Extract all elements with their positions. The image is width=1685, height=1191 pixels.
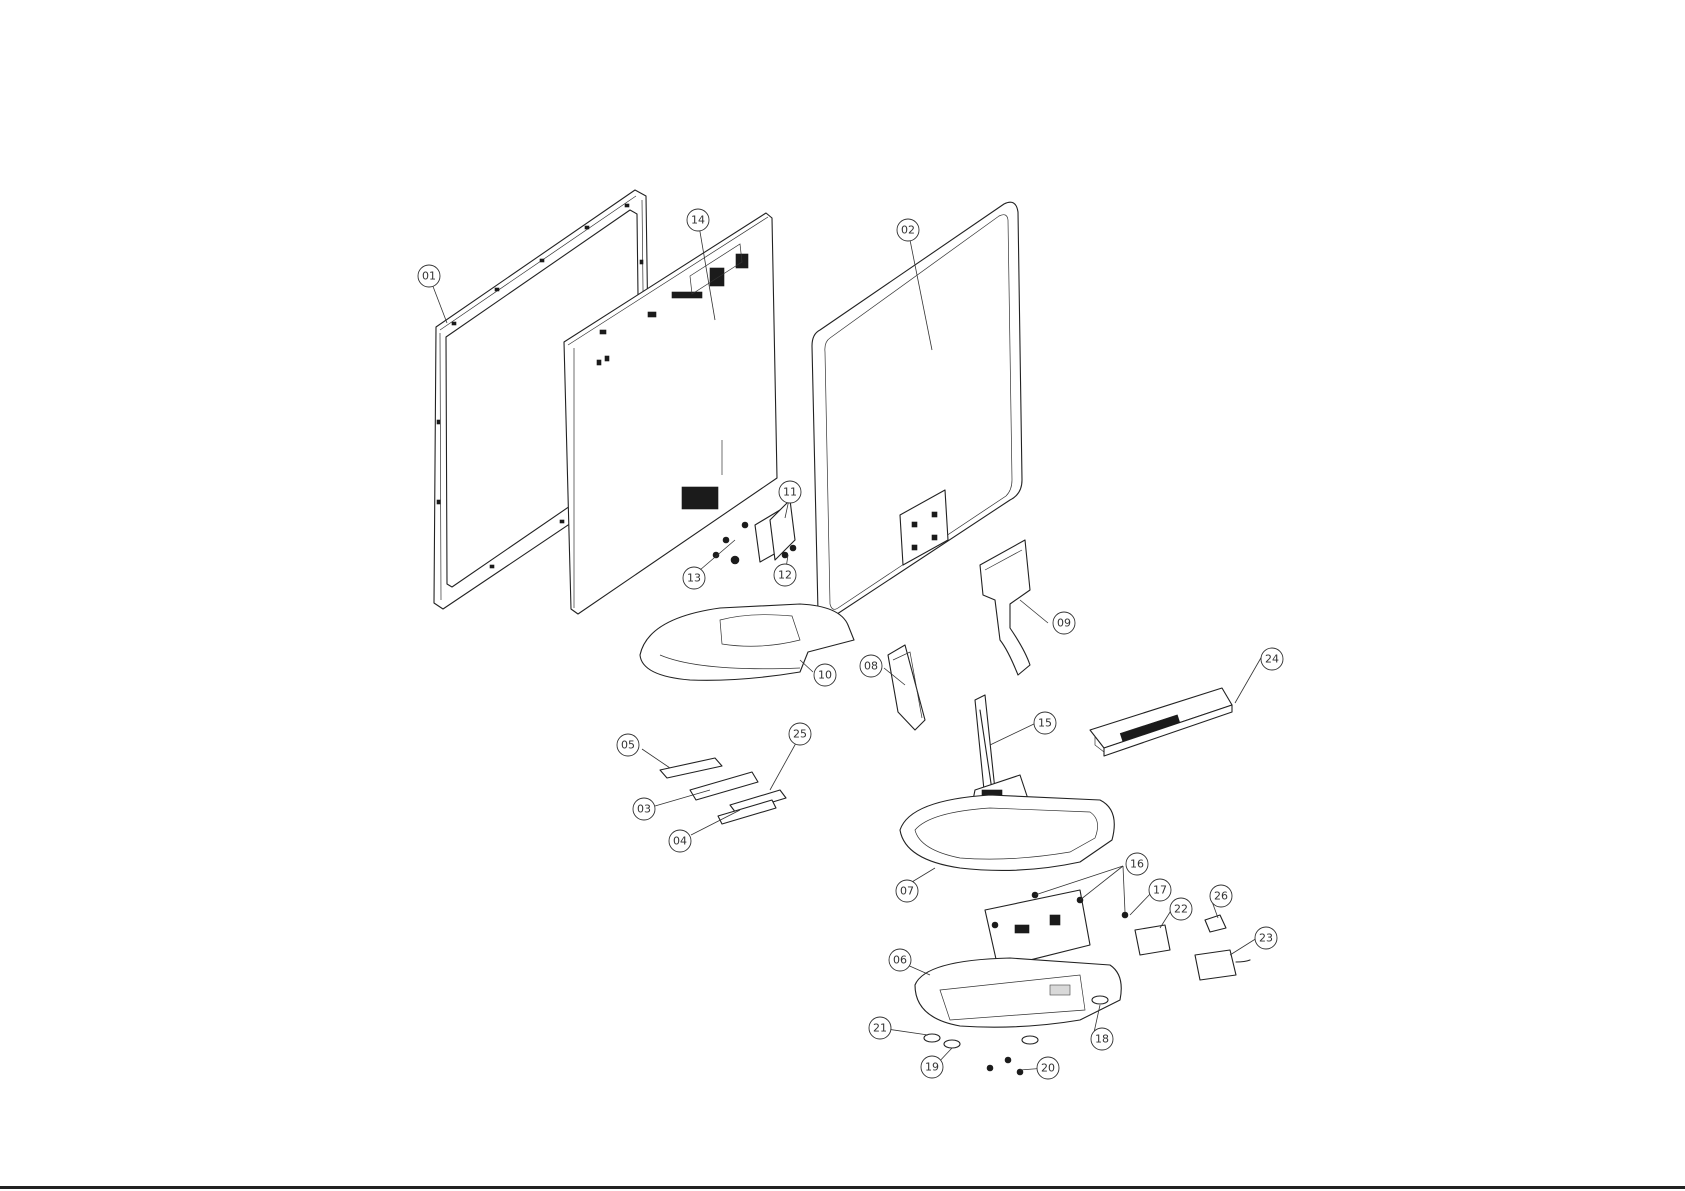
callout-label: 06: [893, 954, 907, 967]
callout-label: 18: [1095, 1033, 1109, 1046]
callout-15: 15: [1034, 712, 1056, 734]
callout-10: 10: [814, 664, 836, 686]
cable-cover-part: [980, 540, 1030, 675]
callout-label: 02: [901, 224, 915, 237]
callout-11: 11: [779, 481, 801, 503]
callout-21: 21: [869, 1017, 891, 1039]
callout-20: 20: [1037, 1057, 1059, 1079]
callout-19: 19: [921, 1056, 943, 1078]
callout-label: 04: [673, 835, 687, 848]
callout-label: 25: [793, 728, 807, 741]
callout-label: 05: [621, 739, 635, 752]
callout-label: 14: [691, 214, 705, 227]
callout-23: 23: [1255, 927, 1277, 949]
callout-12: 12: [774, 564, 796, 586]
base-bottom-part: [915, 958, 1121, 1027]
page-bottom-border: [0, 1186, 1685, 1189]
io-shield-part: [1090, 688, 1232, 756]
callout-22: 22: [1170, 898, 1192, 920]
callout-09: 09: [1053, 612, 1075, 634]
callout-label: 15: [1038, 717, 1052, 730]
hinge-cover-part: [888, 645, 925, 730]
callout-label: 01: [422, 270, 436, 283]
base-ring-part: [900, 795, 1114, 870]
callout-14: 14: [687, 209, 709, 231]
callout-08: 08: [860, 655, 882, 677]
callout-label: 22: [1174, 903, 1188, 916]
callout-17: 17: [1149, 879, 1171, 901]
callout-01: 01: [418, 265, 440, 287]
callout-label: 19: [925, 1061, 939, 1074]
callout-label: 11: [783, 486, 797, 499]
small-bracket-kit: [660, 758, 786, 824]
rear-cover-part: [812, 202, 1022, 620]
callout-07: 07: [896, 880, 918, 902]
callout-label: 23: [1259, 932, 1273, 945]
callout-25: 25: [789, 723, 811, 745]
callout-label: 07: [900, 885, 914, 898]
callout-02: 02: [897, 219, 919, 241]
callout-13: 13: [683, 567, 705, 589]
connector-cables-part: [1135, 915, 1250, 980]
callout-06: 06: [889, 949, 911, 971]
callout-label: 12: [778, 569, 792, 582]
callout-03: 03: [633, 798, 655, 820]
callout-05: 05: [617, 734, 639, 756]
callout-label: 16: [1130, 858, 1144, 871]
callout-label: 10: [818, 669, 832, 682]
callout-label: 03: [637, 803, 651, 816]
callout-24: 24: [1261, 648, 1283, 670]
callout-label: 13: [687, 572, 701, 585]
callout-label: 26: [1214, 890, 1228, 903]
callout-label: 21: [873, 1022, 887, 1035]
callout-04: 04: [669, 830, 691, 852]
callout-label: 08: [864, 660, 878, 673]
callout-16: 16: [1126, 853, 1148, 875]
callout-label: 24: [1265, 653, 1279, 666]
callout-18: 18: [1091, 1028, 1113, 1050]
callout-label: 17: [1153, 884, 1167, 897]
main-board-part: [985, 890, 1128, 968]
callout-26: 26: [1210, 885, 1232, 907]
callout-label: 09: [1057, 617, 1071, 630]
callout-label: 20: [1041, 1062, 1055, 1075]
